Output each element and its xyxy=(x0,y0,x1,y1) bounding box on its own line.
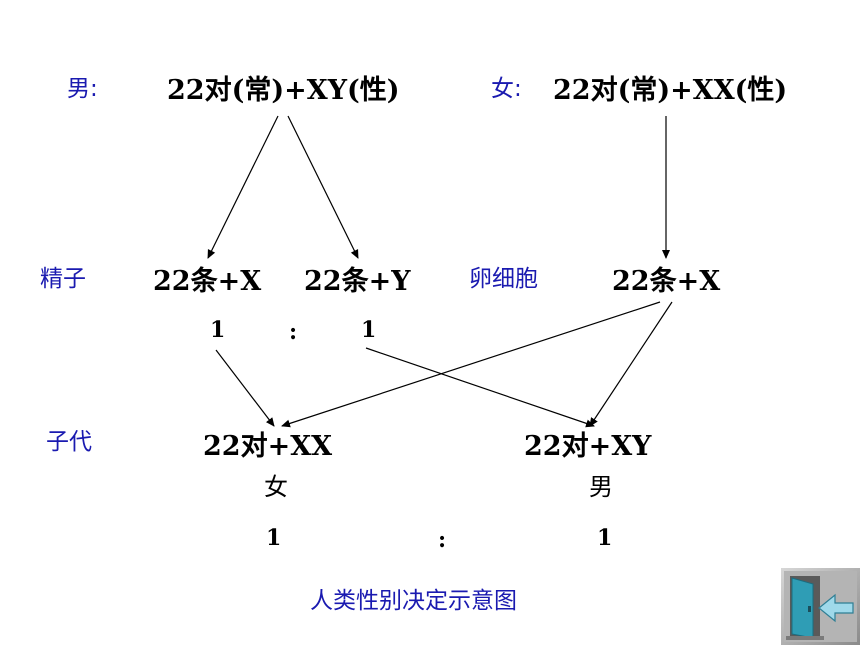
egg-cell-label: 卵细胞 xyxy=(469,266,538,292)
son-sex-label: 男 xyxy=(589,473,613,501)
male-chromosome-formula: 22对(常)+XY(性) xyxy=(167,75,400,106)
offspring-ratio-left: 1 xyxy=(266,525,282,551)
egg-x-formula: 22条+X xyxy=(612,266,721,297)
arrow-father-to-x-sperm xyxy=(207,115,279,259)
exit-door-arrow-icon xyxy=(781,568,860,645)
female-label: 女: xyxy=(491,76,522,102)
son-chromosome-formula: 22对+XY xyxy=(524,431,652,462)
offspring-ratio-colon: : xyxy=(438,527,447,553)
arrow-x-sperm-to-daughter xyxy=(215,349,275,427)
daughter-sex-label: 女 xyxy=(264,473,288,501)
arrow-egg-to-daughter xyxy=(281,301,661,428)
female-chromosome-formula: 22对(常)+XX(性) xyxy=(553,75,788,106)
offspring-ratio-right: 1 xyxy=(597,525,613,551)
daughter-chromosome-formula: 22对+XX xyxy=(203,431,333,462)
sperm-ratio-right: 1 xyxy=(361,317,377,343)
offspring-label: 子代 xyxy=(46,429,92,455)
exit-button[interactable] xyxy=(781,568,860,645)
male-label: 男: xyxy=(67,76,98,102)
sperm-ratio-left: 1 xyxy=(210,317,226,343)
arrow-egg-to-son xyxy=(589,301,673,427)
arrow-father-to-y-sperm xyxy=(287,115,359,259)
sperm-x-formula: 22条+X xyxy=(153,266,262,297)
diagram-caption: 人类性别决定示意图 xyxy=(310,588,517,614)
sperm-y-formula: 22条+Y xyxy=(304,266,411,297)
arrow-y-sperm-to-son xyxy=(365,347,595,428)
sperm-label: 精子 xyxy=(40,266,86,292)
sperm-ratio-colon: : xyxy=(289,319,298,345)
